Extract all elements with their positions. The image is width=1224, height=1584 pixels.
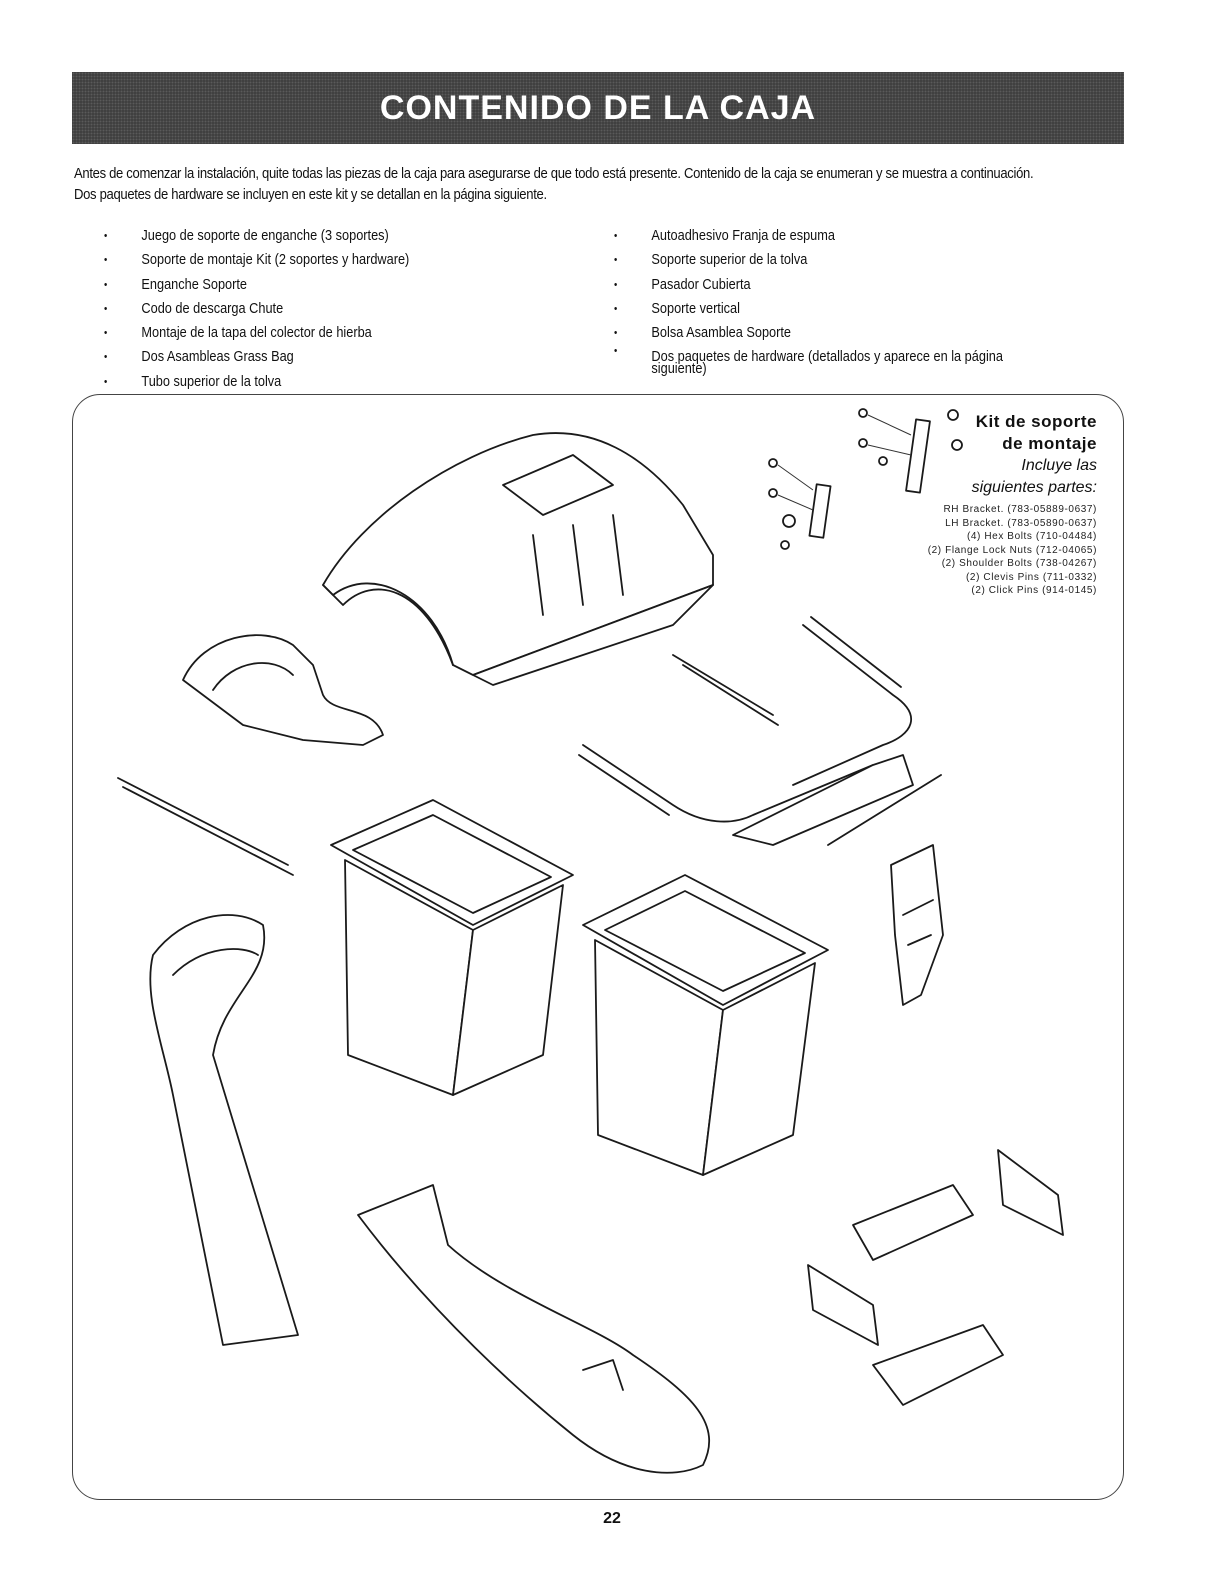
list-item: Montaje de la tapa del colector de hierb… bbox=[104, 321, 409, 346]
list-item: Enganche Soporte bbox=[104, 273, 409, 298]
hopper-tube-illustration bbox=[149, 914, 299, 1346]
list-item: Soporte superior de la tolva bbox=[614, 248, 1042, 273]
intro-line-2: Dos paquetes de hardware se incluyen en … bbox=[74, 187, 547, 203]
list-item: Autoadhesivo Franja de espuma bbox=[614, 224, 1042, 249]
kit-part-item: LH Bracket. (783-05890-0637) bbox=[945, 517, 1097, 529]
list-item: Soporte vertical bbox=[614, 297, 1042, 322]
pin-cover-rod bbox=[827, 774, 942, 846]
kit-parts-list: RH Bracket. (783-05889-0637) LH Bracket.… bbox=[857, 503, 1097, 598]
title-banner: CONTENIDO DE LA CAJA bbox=[72, 72, 1124, 144]
mounting-kit-hardware-illustration bbox=[768, 408, 963, 550]
list-item: Juego de soporte de enganche (3 soportes… bbox=[104, 224, 409, 249]
page-title: CONTENIDO DE LA CAJA bbox=[379, 88, 817, 127]
list-item: Bolsa Asamblea Soporte bbox=[614, 321, 1042, 346]
contents-list-right: Autoadhesivo Franja de espuma Soporte su… bbox=[614, 224, 1042, 376]
grass-bag-illustration bbox=[330, 799, 574, 1096]
kit-part-item: (2) Shoulder Bolts (738-04267) bbox=[941, 558, 1097, 569]
kit-part-item: (2) Flange Lock Nuts (712-04065) bbox=[927, 544, 1097, 556]
intro-paragraph: Antes de comenzar la instalación, quite … bbox=[74, 164, 1127, 206]
list-item: Pasador Cubierta bbox=[614, 273, 1042, 298]
parts-illustration-panel: Kit de soporte de montaje Incluye las si… bbox=[72, 394, 1124, 1500]
intro-line-1: Antes de comenzar la instalación, quite … bbox=[74, 166, 1034, 182]
kit-part-item: (2) Clevis Pins (711-0332) bbox=[965, 571, 1097, 583]
list-item: Tubo superior de la tolva bbox=[104, 370, 409, 395]
list-item: Dos paquetes de hardware (detallados y a… bbox=[614, 345, 1042, 376]
list-item: Codo de descarga Chute bbox=[104, 297, 409, 322]
hopper-tube-rod bbox=[117, 777, 289, 866]
kit-part-item: (4) Hex Bolts (710-04484) bbox=[966, 531, 1097, 542]
kit-title-line-2: de montaje bbox=[1002, 434, 1097, 453]
mounting-kit-callout: Kit de soporte de montaje Incluye las si… bbox=[857, 411, 1097, 598]
discharge-elbow-illustration bbox=[182, 634, 384, 746]
contents-list-left: Juego de soporte de enganche (3 soportes… bbox=[104, 224, 409, 394]
kit-title-line-1: Kit de soporte bbox=[975, 412, 1097, 431]
bag-frame-illustration bbox=[578, 616, 914, 846]
grass-bag-illustration bbox=[582, 874, 829, 1176]
hitch-bracket-illustration bbox=[807, 1149, 1064, 1406]
kit-subtitle-line-2: siguientes partes: bbox=[971, 479, 1097, 496]
kit-subtitle-line-1: Incluye las bbox=[1021, 457, 1097, 474]
kit-part-item: (2) Click Pins (914-0145) bbox=[971, 585, 1097, 596]
list-item: Dos Asambleas Grass Bag bbox=[104, 345, 409, 370]
page-number: 22 bbox=[603, 1510, 621, 1527]
collector-lid-illustration bbox=[322, 432, 714, 686]
kit-part-item: RH Bracket. (783-05889-0637) bbox=[943, 504, 1097, 515]
parts-illustration bbox=[117, 408, 1064, 1474]
list-item: Soporte de montaje Kit (2 soportes y har… bbox=[104, 248, 409, 273]
hopper-top-tube-illustration bbox=[357, 1184, 711, 1474]
vertical-bracket-illustration bbox=[890, 844, 944, 1006]
